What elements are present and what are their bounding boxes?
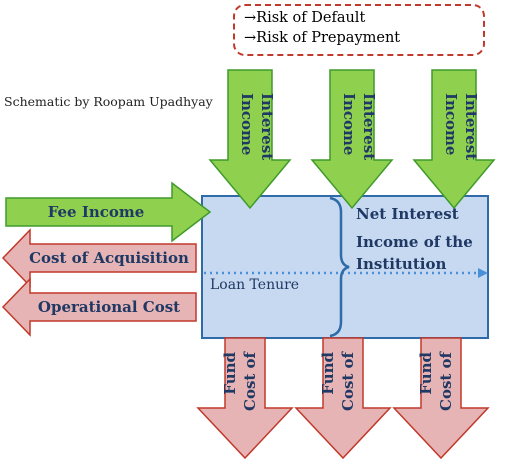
net-interest-text-line2: Income of the: [356, 233, 473, 251]
cost-of-fund-text-line2: Fund: [417, 351, 435, 394]
loan-tenure-text: Loan Tenure: [210, 277, 299, 293]
operational-cost-arrow: Operational Cost: [1, 277, 197, 337]
cost-of-acquisition-text: Cost of Acquisition: [29, 249, 189, 267]
schematic-credit: Schematic by Roopam Upadhyay: [4, 94, 213, 109]
interest-income-arrow-3: Interest Income: [412, 69, 496, 210]
cost-of-fund-arrow-3: Cost of Fund: [392, 337, 490, 460]
interest-income-text-line2: Income: [340, 93, 358, 155]
curly-brace: [329, 196, 350, 338]
cost-of-fund-arrow-1: Cost of Fund: [196, 337, 294, 460]
fee-income-text: Fee Income: [48, 203, 145, 221]
cost-of-fund-text-line1: Cost of: [339, 350, 357, 411]
interest-income-text-line2: Income: [238, 93, 256, 155]
interest-income-text-line1: Interest: [462, 93, 480, 160]
cost-of-fund-text-line2: Fund: [221, 351, 239, 394]
net-interest-text-line3: Institution: [356, 255, 446, 273]
fee-income-arrow: Fee Income: [5, 181, 212, 243]
cost-of-acquisition-arrow: Cost of Acquisition: [1, 228, 197, 288]
cost-of-fund-text-line2: Fund: [319, 351, 337, 394]
risk-default-text: →Risk of Default: [244, 10, 366, 26]
interest-income-text-line1: Interest: [360, 93, 378, 160]
risk-box: [233, 4, 485, 56]
operational-cost-text: Operational Cost: [38, 298, 180, 316]
cost-of-fund-text-line1: Cost of: [241, 350, 259, 411]
risk-prepayment-text: →Risk of Prepayment: [244, 30, 401, 46]
interest-income-text-line1: Interest: [258, 93, 276, 160]
interest-income-text-line2: Income: [442, 93, 460, 155]
interest-income-arrow-2: Interest Income: [310, 69, 394, 210]
cost-of-fund-arrow-2: Cost of Fund: [294, 337, 392, 460]
cost-of-fund-text-line1: Cost of: [437, 350, 455, 411]
interest-income-arrow-1: Interest Income: [208, 69, 292, 210]
loan-tenure-arrowhead: [478, 268, 488, 278]
net-interest-text-line1: Net Interest: [356, 205, 459, 223]
